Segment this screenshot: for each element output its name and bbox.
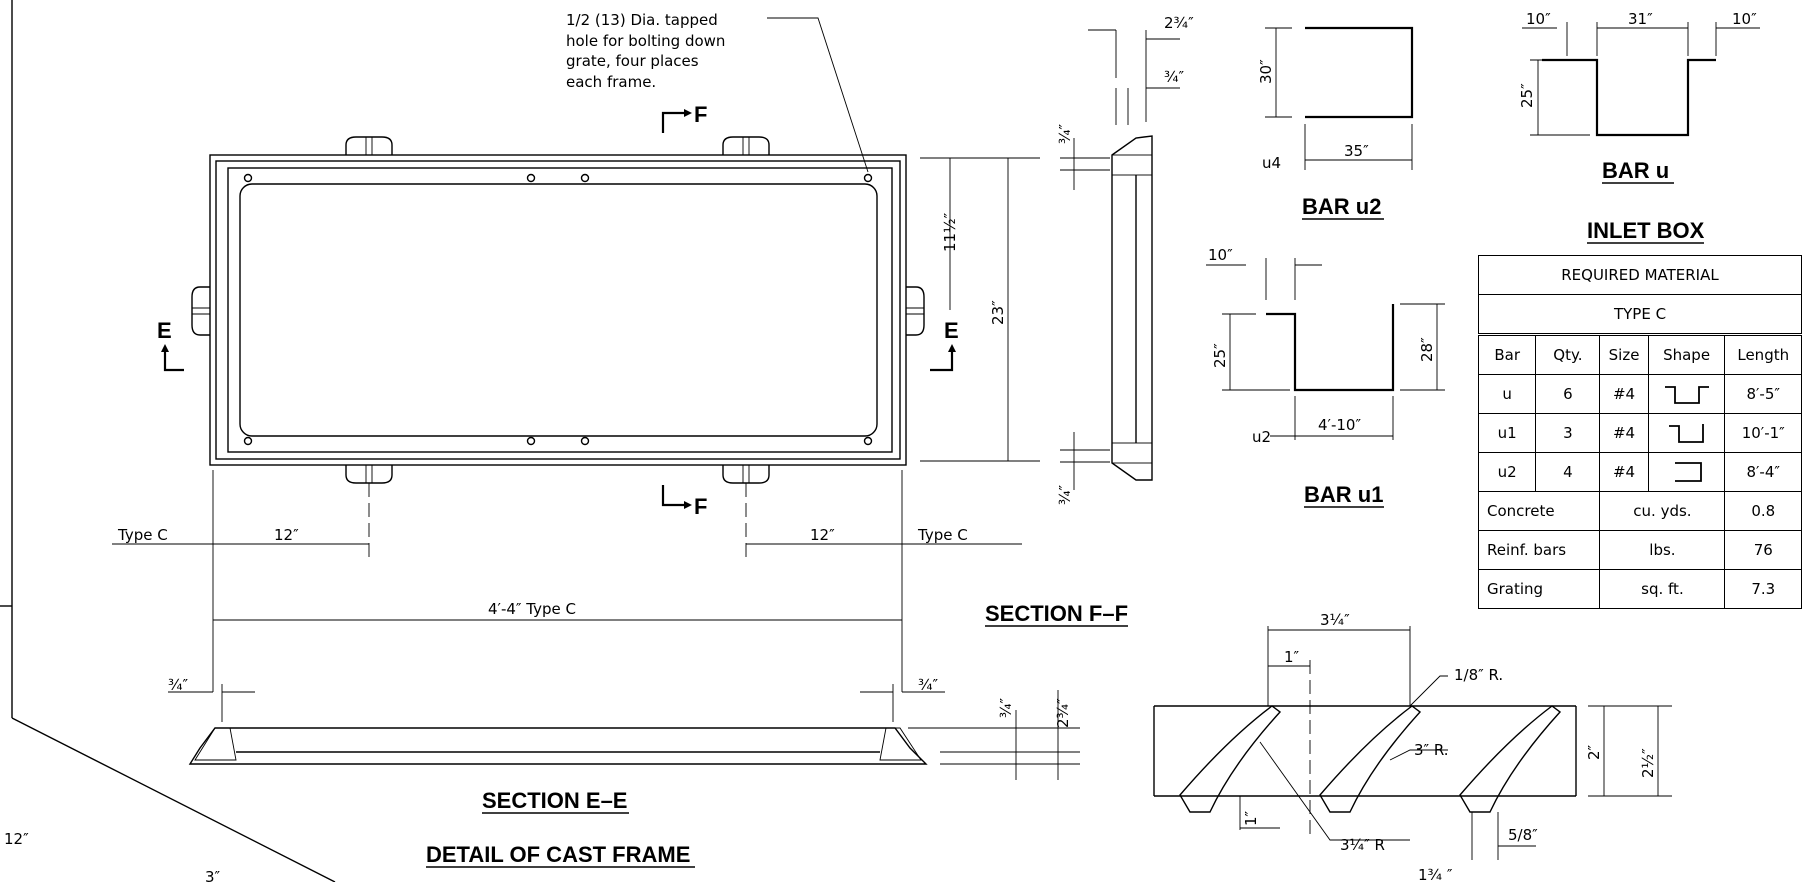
grate-dim-three-quarter-r: 3¼″ R <box>1340 836 1385 854</box>
svg-text:11½″: 11½″ <box>941 212 959 252</box>
grate-dim-bottom-partial: 1¾ ″ <box>1418 866 1453 882</box>
grate-dim-one: 1″ <box>1284 648 1300 666</box>
margin-three: 3″ <box>205 868 221 882</box>
ff-dim-two-three-quarter: 2¾″ <box>1164 14 1194 32</box>
col-size: Size <box>1599 333 1649 375</box>
bar-u2-label-u4: u4 <box>1262 154 1281 172</box>
bar-u-shape <box>1522 22 1760 137</box>
summary-row: Concrete cu. yds. 0.8 <box>1477 491 1802 531</box>
frame-plan <box>191 136 925 484</box>
shape-u1-icon <box>1647 413 1726 453</box>
plan-dim-row: Type C 12″ 12″ Type C <box>112 526 1022 545</box>
bar-u-ten-left: 10″ <box>1526 10 1551 28</box>
bar-u1-shape <box>1206 258 1445 440</box>
summary-row: Reinf. bars lbs. 76 <box>1477 530 1802 570</box>
section-mark-e-left: E <box>157 318 184 372</box>
table-row: u1 3 #4 10′-1″ <box>1477 413 1802 453</box>
ff-dim-three-quarter-c: ¾″ <box>1056 484 1074 505</box>
ff-dim-three-quarter-a: ¾″ <box>1164 68 1185 86</box>
svg-text:grate, four places: grate, four places <box>566 52 699 70</box>
col-qty: Qty. <box>1535 333 1601 375</box>
svg-text:each frame.: each frame. <box>566 73 656 91</box>
svg-text:23″: 23″ <box>989 300 1007 325</box>
shape-u-icon <box>1647 374 1726 414</box>
svg-text:4′-4″ Type C: 4′-4″ Type C <box>488 600 576 618</box>
grate-dim-two: 2″ <box>1585 744 1603 760</box>
ee-dim-vert-two-three-quarter: 2¾″ <box>1054 698 1072 728</box>
ff-dim-three-quarter-b: ¾″ <box>1056 123 1074 144</box>
margin-twelve: 12″ <box>4 830 29 848</box>
bar-u1-twenty-eight: 28″ <box>1418 337 1436 362</box>
table-row: u 6 #4 8′-5″ <box>1477 374 1802 414</box>
bar-u-twenty-five: 25″ <box>1518 83 1536 108</box>
bar-u2-thirty: 30″ <box>1257 59 1275 84</box>
bar-u1-title: BAR u1 <box>1304 482 1383 507</box>
table-header-required-material: REQUIRED MATERIAL <box>1478 255 1802 295</box>
bar-u1-four-ten: 4′-10″ <box>1318 416 1361 434</box>
hole-note: 1/2 (13) Dia. tapped hole for bolting do… <box>566 11 869 173</box>
svg-text:12″: 12″ <box>274 526 299 544</box>
bar-u1-label-u2: u2 <box>1252 428 1271 446</box>
shape-u2-icon <box>1647 452 1726 492</box>
grate-detail <box>1153 626 1672 860</box>
svg-text:F: F <box>694 494 707 519</box>
bar-u-thirty-one: 31″ <box>1628 10 1653 28</box>
svg-text:1/2 (13) Dia. tapped: 1/2 (13) Dia. tapped <box>566 11 718 29</box>
table-header-type: TYPE C <box>1478 294 1802 335</box>
bar-u1-twenty-five: 25″ <box>1211 343 1229 368</box>
section-ee-profile <box>168 684 1080 780</box>
grate-dim-three-quarter: 3¼″ <box>1320 611 1350 629</box>
section-mark-f-bottom: F <box>661 485 707 519</box>
col-bar: Bar <box>1477 333 1537 375</box>
grate-dim-one-low: 1″ <box>1242 810 1260 826</box>
svg-text:F: F <box>694 102 707 127</box>
sheet-border <box>0 0 336 882</box>
bar-u2-title: BAR u2 <box>1302 194 1381 219</box>
ee-dim-vert-three-quarter: ¾″ <box>997 697 1015 718</box>
grate-dim-five-eighth: 5/8″ <box>1508 826 1538 844</box>
bar-u-ten-right: 10″ <box>1732 10 1757 28</box>
bar-u2-thirty-five: 35″ <box>1344 142 1369 160</box>
bar-u-title: BAR u <box>1602 158 1669 183</box>
bar-u2-shape <box>1265 26 1414 170</box>
section-ff-profile <box>1060 29 1180 490</box>
bar-u1-ten: 10″ <box>1208 246 1233 264</box>
section-ff-title: SECTION F–F <box>985 601 1128 626</box>
plan-dim-twenty-three: 23″ <box>920 157 1040 462</box>
svg-text:E: E <box>944 318 959 343</box>
plan-dim-overall: 4′-4″ Type C <box>213 600 902 621</box>
ee-dim-left: ¾″ <box>168 676 189 694</box>
ee-dim-right: ¾″ <box>918 676 939 694</box>
svg-text:Type C: Type C <box>917 526 968 544</box>
detail-title: DETAIL OF CAST FRAME <box>426 842 690 867</box>
section-mark-e-right: E <box>930 318 959 372</box>
grate-dim-eighth-r: 1/8″ R. <box>1454 666 1503 684</box>
svg-text:E: E <box>157 318 172 343</box>
col-shape: Shape <box>1647 333 1726 375</box>
section-mark-f-top: F <box>661 102 707 133</box>
col-length: Length <box>1724 333 1802 375</box>
svg-text:hole for bolting down: hole for bolting down <box>566 32 725 50</box>
svg-text:Type C: Type C <box>117 526 168 544</box>
required-material-table: REQUIRED MATERIAL TYPE C Bar Qty. Size S… <box>1477 255 1802 609</box>
grate-dim-two-half: 2½″ <box>1639 748 1657 778</box>
section-ee-title: SECTION E–E <box>482 788 627 813</box>
grate-dim-three-r: 3″ R. <box>1414 741 1449 759</box>
inlet-box-title: INLET BOX <box>1587 218 1705 243</box>
svg-text:12″: 12″ <box>810 526 835 544</box>
plan-dim-eleven-half: 11½″ <box>920 157 960 310</box>
table-row: u2 4 #4 8′-4″ <box>1477 452 1802 492</box>
summary-row: Grating sq. ft. 7.3 <box>1477 569 1802 609</box>
